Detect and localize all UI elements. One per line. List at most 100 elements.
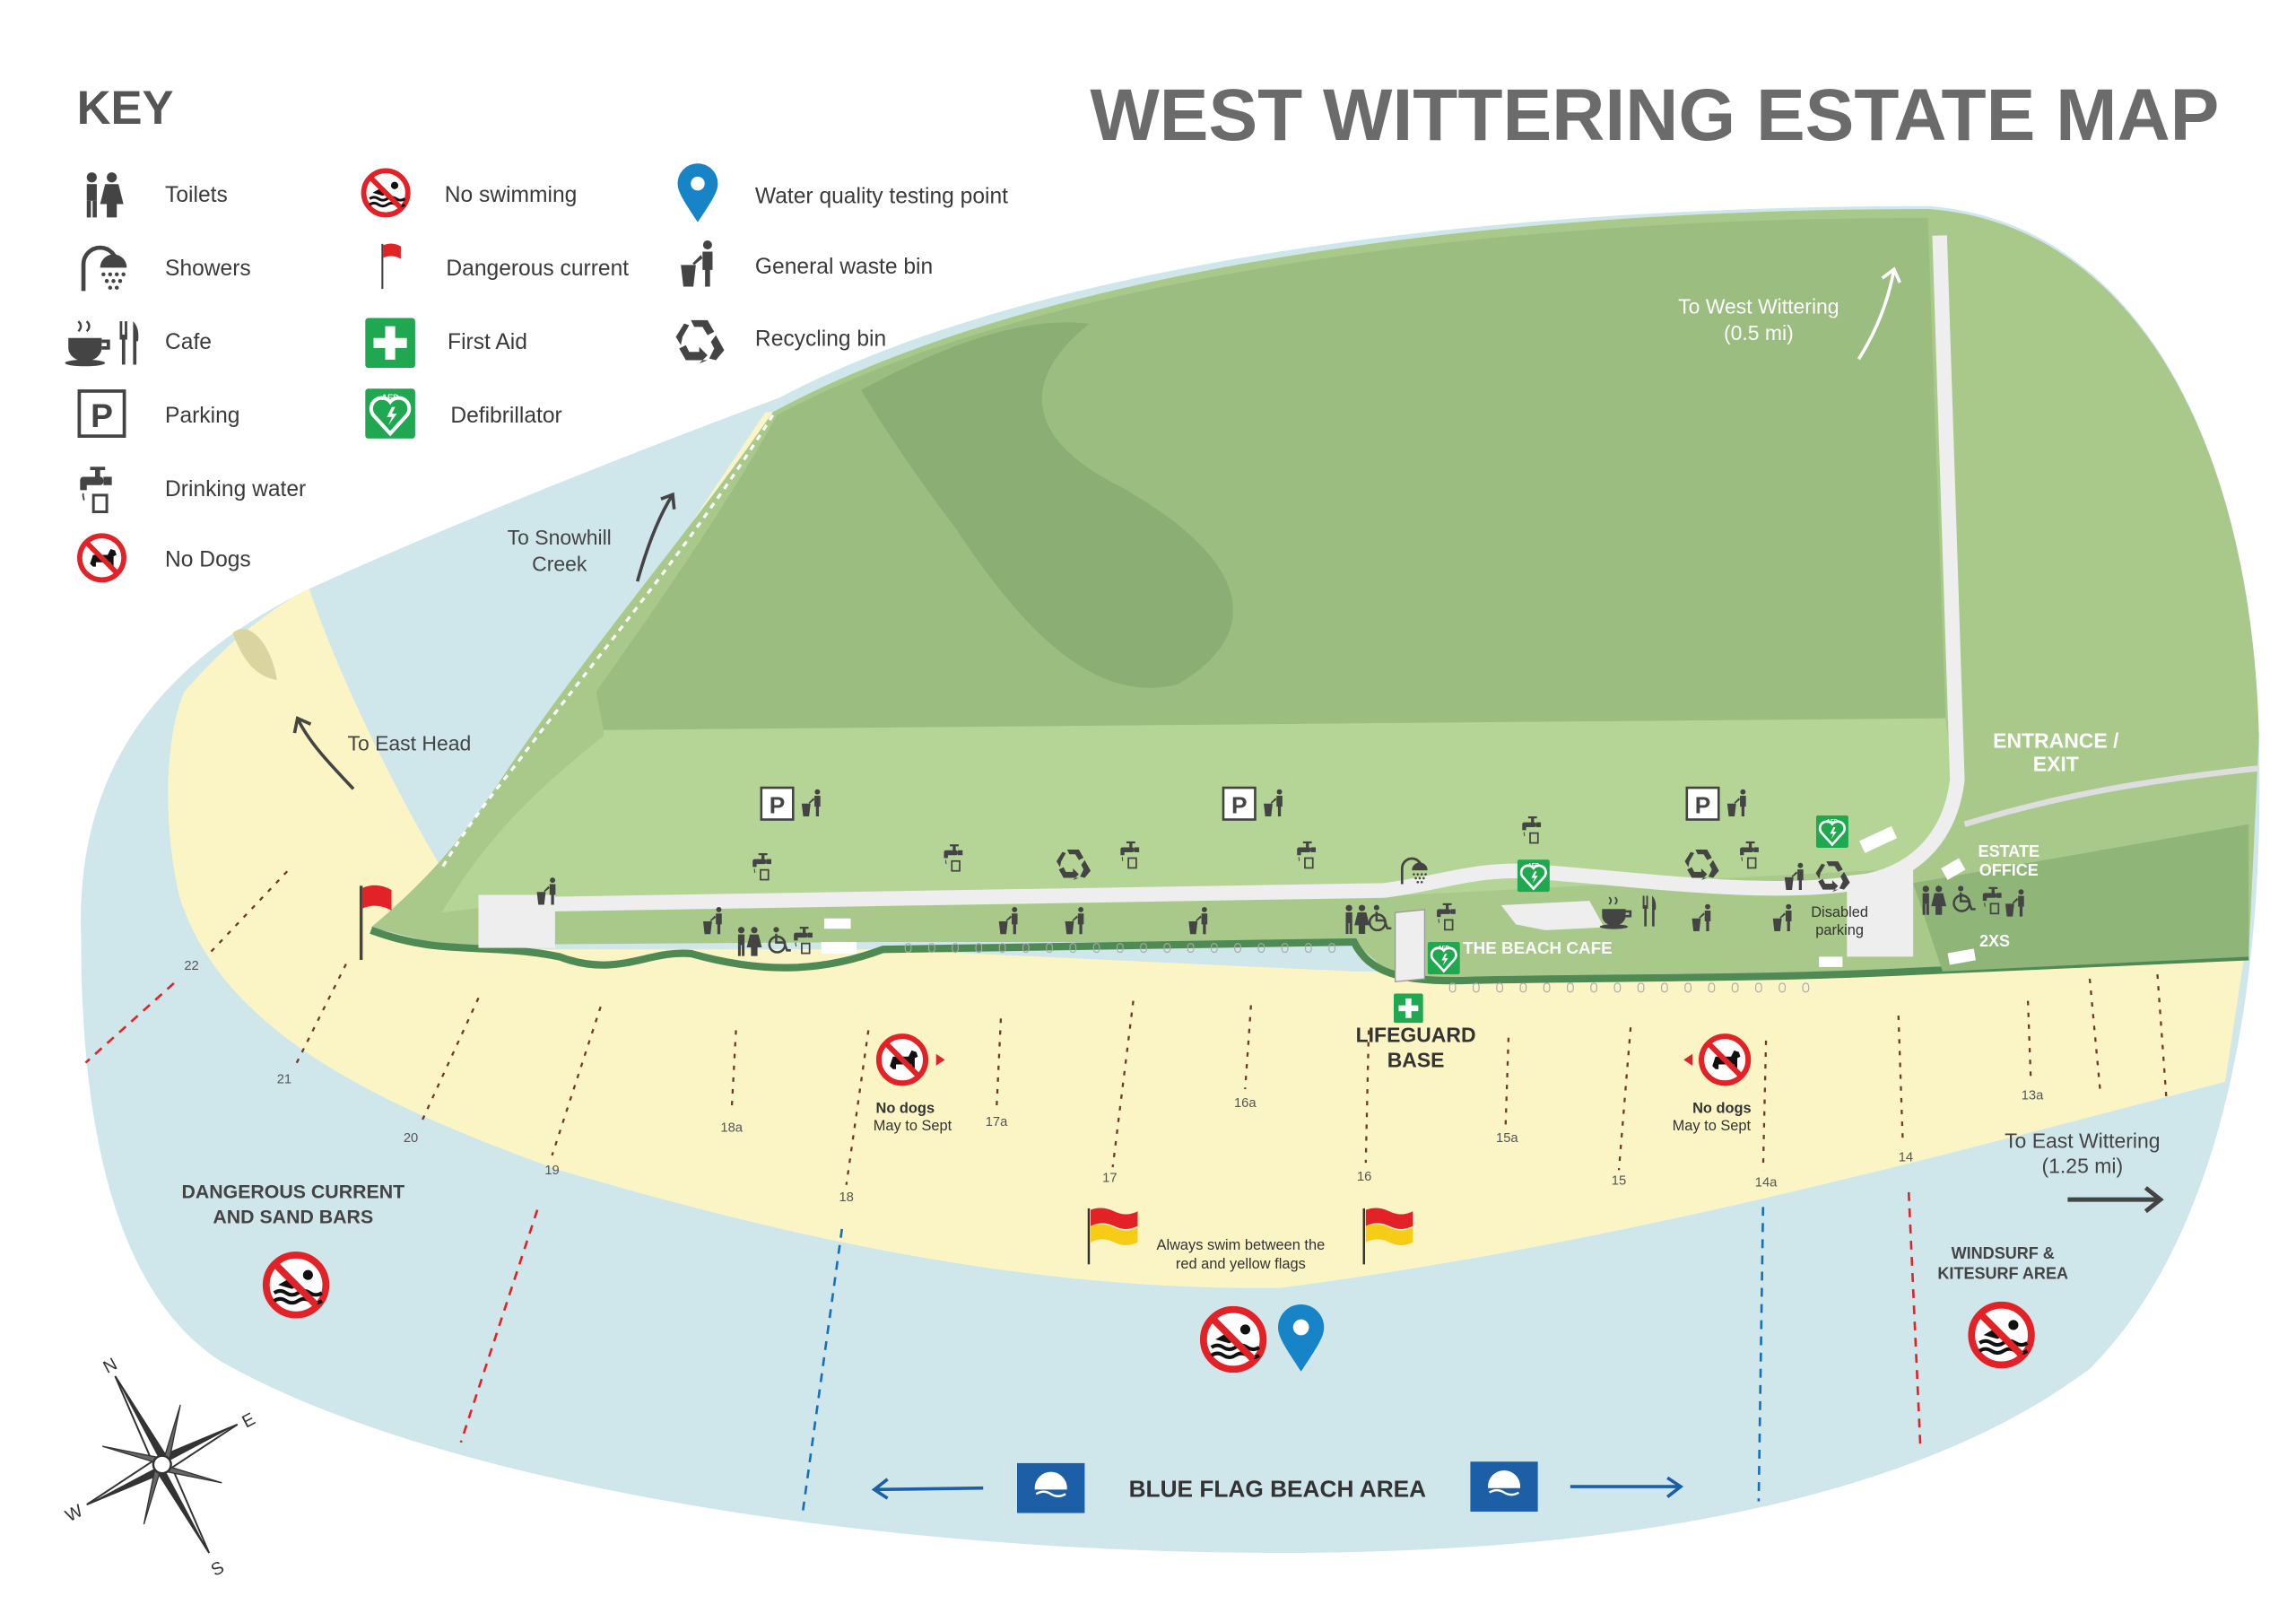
key-item-label: Dangerous current <box>446 257 629 281</box>
arrow-east-head <box>292 716 355 790</box>
arrow-east-wittering <box>2067 1186 2164 1214</box>
compass-e: E <box>239 1409 258 1433</box>
beach-hut <box>1519 982 1527 993</box>
compass-n: N <box>100 1355 121 1378</box>
woodland <box>861 322 1233 688</box>
key-item-label: General waste bin <box>755 255 933 279</box>
dune-edge <box>370 927 2249 985</box>
cafe-icon <box>65 319 110 369</box>
red-flag-icon <box>381 243 401 290</box>
groyne-number: 22 <box>184 959 198 973</box>
beach-hut <box>1022 943 1030 954</box>
groyne-line <box>1504 1037 1510 1127</box>
direction-arrow-icon <box>935 1053 945 1066</box>
key-item-label: Cafe <box>165 330 212 354</box>
groyne-line <box>730 1030 737 1112</box>
groyne-number: 18 <box>839 1190 853 1205</box>
key-item-label: Defibrillator <box>450 404 561 428</box>
beach-hut <box>1187 943 1195 954</box>
arrow-west-wittering <box>1857 266 1902 361</box>
key-item-label: Water quality testing point <box>755 184 1008 208</box>
groyne-line <box>1761 1040 1768 1171</box>
beach-hut <box>1613 982 1622 993</box>
lower-field <box>441 718 1958 913</box>
waste-bin-icon <box>681 240 713 287</box>
groyne-number: 17 <box>1102 1171 1117 1185</box>
beach-hut <box>1473 982 1480 993</box>
defibrillator-icon <box>1815 815 1848 849</box>
key-item: General waste bin <box>681 240 933 287</box>
beach-hut <box>1257 943 1265 954</box>
groyne-line <box>551 1006 602 1156</box>
key-item: Cafe <box>65 319 212 369</box>
no-dogs-icon <box>879 1036 926 1083</box>
beach-hut <box>1281 943 1289 954</box>
groyne-number: 13a <box>2022 1089 2044 1103</box>
no-swimming-icon <box>1204 1310 1264 1370</box>
footpath <box>440 414 775 869</box>
beach-hut <box>1140 943 1147 954</box>
groyne-number: 18a <box>720 1121 743 1136</box>
danger-zone-line <box>84 981 175 1064</box>
beach-hut <box>1046 943 1053 954</box>
blue-flag-icon <box>1470 1461 1538 1512</box>
beach-hut <box>927 943 935 954</box>
beach-hut <box>1637 982 1645 993</box>
groyne-line <box>1244 1005 1252 1090</box>
key-item-label: Recycling bin <box>755 327 886 352</box>
groyne-line <box>995 1018 1003 1112</box>
map-title: WEST WITTERING ESTATE MAP <box>1090 74 2219 156</box>
parking-icon <box>1222 786 1257 821</box>
key-item-label: First Aid <box>448 330 527 354</box>
groyne-number: 21 <box>277 1073 291 1087</box>
beach-cafe-building <box>1500 901 1605 930</box>
beach-hut <box>952 943 959 954</box>
groyne-line <box>845 1030 870 1185</box>
groyne-number: 19 <box>544 1164 559 1178</box>
danger-zone-line <box>1907 1191 1922 1451</box>
defibrillator-icon <box>1517 859 1550 893</box>
no-swimming-icon <box>1971 1305 2031 1365</box>
key-item: Water quality testing point <box>677 163 1008 222</box>
groyne-number: 20 <box>404 1131 418 1146</box>
beach-hut <box>1567 982 1574 993</box>
defibrillator-icon <box>365 388 415 439</box>
lifeguard-slipway <box>1394 909 1426 983</box>
drinking-water-icon <box>78 465 114 513</box>
key-item-label: Drinking water <box>165 477 306 501</box>
key-item: Toilets <box>86 172 228 218</box>
label-2xs: 2XS <box>1979 932 2010 950</box>
building <box>824 918 851 929</box>
groyne-number: 16a <box>1234 1096 1257 1111</box>
road <box>485 235 1965 913</box>
building <box>1859 825 1898 853</box>
groyne-number: 16 <box>1357 1170 1371 1184</box>
beach-hut <box>1590 982 1597 993</box>
recycling-icon <box>675 319 725 364</box>
beach-hut <box>1234 943 1241 954</box>
key-item-label: No swimming <box>445 183 578 207</box>
blue-flag-zone-line <box>1757 1207 1765 1502</box>
arrow-blue-left <box>871 1478 984 1500</box>
groyne-line <box>1617 1027 1632 1171</box>
compass-s: S <box>208 1557 228 1581</box>
key-item-label: No Dogs <box>165 548 251 572</box>
key-item: No Dogs <box>80 536 251 580</box>
no-swimming-icon <box>364 170 408 214</box>
parking-icon <box>760 786 795 821</box>
side-road <box>1963 765 2260 827</box>
beach-hut <box>1448 982 1457 993</box>
building <box>821 942 857 955</box>
beach-hut <box>1496 982 1503 993</box>
beach-hut <box>1210 943 1218 954</box>
groyne-line <box>293 964 347 1068</box>
beach-hut <box>1116 943 1124 954</box>
